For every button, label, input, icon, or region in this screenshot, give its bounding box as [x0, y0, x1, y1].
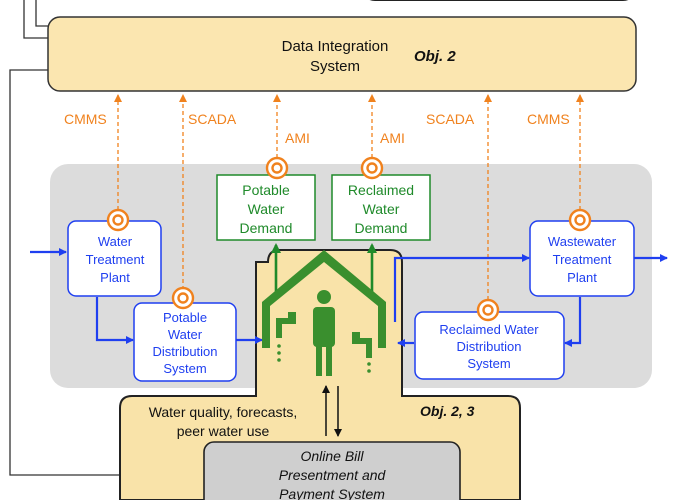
sensor-icon-reclaimed-demand — [360, 156, 384, 180]
potable-distribution-line4: System — [163, 361, 206, 376]
feedback-line-outer — [23, 0, 48, 39]
flow-wastewater-to-reclaimed — [564, 297, 582, 347]
wastewater-treatment-line3: Plant — [567, 270, 597, 285]
potable-demand-line2: Water — [248, 201, 285, 217]
reclaimed-demand-box — [331, 174, 431, 241]
data-integration-box — [47, 16, 637, 92]
reclaimed-distribution-line3: System — [467, 356, 510, 371]
label-scada-right: SCADA — [426, 111, 475, 127]
billing-box — [203, 441, 461, 500]
label-ami-right: AMI — [380, 130, 405, 146]
flow-treatment-to-distribution — [95, 297, 134, 344]
billing-line3: Payment System — [279, 486, 385, 500]
house-icon — [262, 250, 386, 348]
billing-line2: Presentment and — [279, 467, 387, 483]
potable-distribution-line1: Potable — [163, 310, 207, 325]
person-icon — [313, 290, 335, 376]
sensor-icon-reclaimed-distribution — [476, 298, 500, 322]
customer-info-line2: peer water use — [177, 423, 270, 439]
potable-distribution-line2: Water — [168, 327, 203, 342]
water-treatment-line2: Treatment — [86, 252, 145, 267]
integration-title-line1: Data Integration — [282, 38, 389, 55]
label-cmms-left: CMMS — [64, 111, 107, 127]
reclaimed-demand-line1: Reclaimed — [348, 182, 414, 198]
label-ami-left: AMI — [285, 130, 310, 146]
water-treatment-line1: Water — [98, 234, 133, 249]
label-scada-left: SCADA — [188, 111, 237, 127]
sensor-icon-potable-demand — [265, 156, 289, 180]
flow-house-to-wastewater — [393, 254, 530, 322]
potable-demand-line3: Demand — [240, 220, 293, 236]
wastewater-treatment-line1: Wastewater — [548, 234, 617, 249]
customer-info-line1: Water quality, forecasts, — [149, 404, 298, 420]
label-cmms-right: CMMS — [527, 111, 570, 127]
billing-feedback-line — [9, 69, 205, 479]
integration-title-line2: System — [310, 58, 360, 75]
sensor-icon-potable-distribution — [171, 286, 195, 310]
billing-line1: Online Bill — [300, 448, 364, 464]
wastewater-treatment-line2: Treatment — [553, 252, 612, 267]
integration-objective: Obj. 2 — [414, 48, 456, 65]
potable-distribution-line3: Distribution — [152, 344, 217, 359]
reclaimed-demand-line3: Demand — [355, 220, 408, 236]
faucet-icon-left — [276, 312, 296, 362]
customer-objective: Obj. 2, 3 — [420, 403, 475, 419]
water-treatment-line3: Plant — [100, 270, 130, 285]
reclaimed-distribution-line2: Distribution — [456, 339, 521, 354]
potable-demand-box — [216, 174, 316, 241]
sensor-icon-water-treatment — [106, 208, 130, 232]
potable-demand-line1: Potable — [242, 182, 290, 198]
reclaimed-distribution-line1: Reclaimed Water — [439, 322, 539, 337]
reclaimed-demand-line2: Water — [363, 201, 400, 217]
sensor-icon-wastewater-treatment — [568, 208, 592, 232]
faucet-icon-right — [352, 332, 372, 373]
feedback-line-inner — [35, 0, 48, 27]
